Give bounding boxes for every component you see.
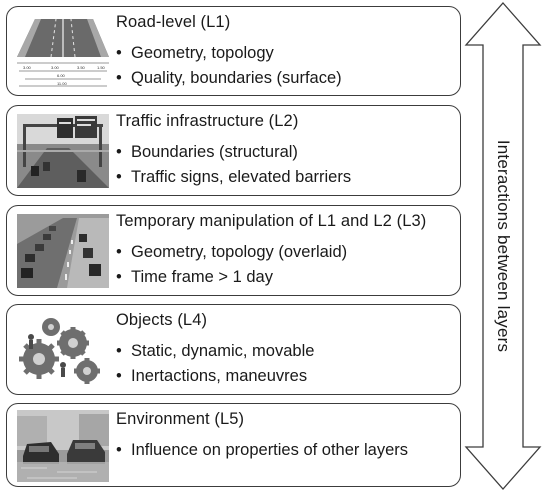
dim-label: 3.00 [23, 65, 32, 70]
bullet-item: Static, dynamic, movable [116, 339, 314, 364]
dim-label: 3.00 [51, 65, 60, 70]
bullet-item: Inertactions, maneuvres [116, 364, 314, 389]
layer-bullet-list: Influence on properties of other layers [116, 438, 408, 463]
layer-box-l4: Objects (L4) Static, dynamic, movable In… [6, 304, 461, 395]
bullet-item: Boundaries (structural) [116, 140, 351, 165]
double-headed-arrow [463, 0, 543, 492]
layer-title: Temporary manipulation of L1 and L2 (L3) [116, 212, 427, 230]
bullet-item: Quality, boundaries (surface) [116, 66, 342, 91]
layer-box-l3: Temporary manipulation of L1 and L2 (L3)… [6, 205, 461, 296]
layer-box-l1: 3.00 3.00 3.50 1.50 6.00 11.00 Road-leve… [6, 6, 461, 96]
flooded-cars-icon [17, 410, 109, 482]
flooded-street-image [17, 410, 109, 482]
dim-label: 6.00 [57, 73, 66, 78]
interactions-label: Interactions between layers [494, 139, 514, 353]
bullet-item: Traffic signs, elevated barriers [116, 165, 351, 190]
road-cross-section-image: 3.00 3.00 3.50 1.50 6.00 11.00 [17, 15, 109, 89]
layer-bullet-list: Geometry, topology (overlaid) Time frame… [116, 240, 347, 290]
layer-title: Environment (L5) [116, 410, 245, 428]
layer-bullet-list: Static, dynamic, movable Inertactions, m… [116, 339, 314, 389]
layer-bullet-list: Boundaries (structural) Traffic signs, e… [116, 140, 351, 190]
gears-image [17, 313, 109, 387]
layer-box-l5: Environment (L5) Influence on properties… [6, 403, 461, 487]
gear-wheels-icon [19, 318, 100, 384]
layer-box-l2: Traffic infrastructure (L2) Boundaries (… [6, 105, 461, 196]
roadworks-image [17, 214, 109, 288]
dim-label: 3.50 [77, 65, 86, 70]
arrow-label-container: Interactions between layers [464, 0, 542, 492]
bullet-item: Geometry, topology [116, 41, 342, 66]
bullet-item: Time frame > 1 day [116, 265, 347, 290]
layer-title: Road-level (L1) [116, 13, 231, 31]
highway-signs-image [17, 114, 109, 188]
dim-label: 1.50 [97, 65, 106, 70]
layer-title: Objects (L4) [116, 311, 208, 329]
roadworks-icon [17, 214, 109, 288]
bullet-item: Influence on properties of other layers [116, 438, 408, 463]
road-cross-section-icon: 3.00 3.00 3.50 1.50 6.00 11.00 [17, 18, 109, 87]
double-headed-arrow-icon [464, 2, 542, 490]
highway-gantry-icon [17, 114, 109, 188]
bullet-item: Geometry, topology (overlaid) [116, 240, 347, 265]
layer-bullet-list: Geometry, topology Quality, boundaries (… [116, 41, 342, 91]
dim-label: 11.00 [57, 81, 67, 86]
layer-title: Traffic infrastructure (L2) [116, 112, 299, 130]
